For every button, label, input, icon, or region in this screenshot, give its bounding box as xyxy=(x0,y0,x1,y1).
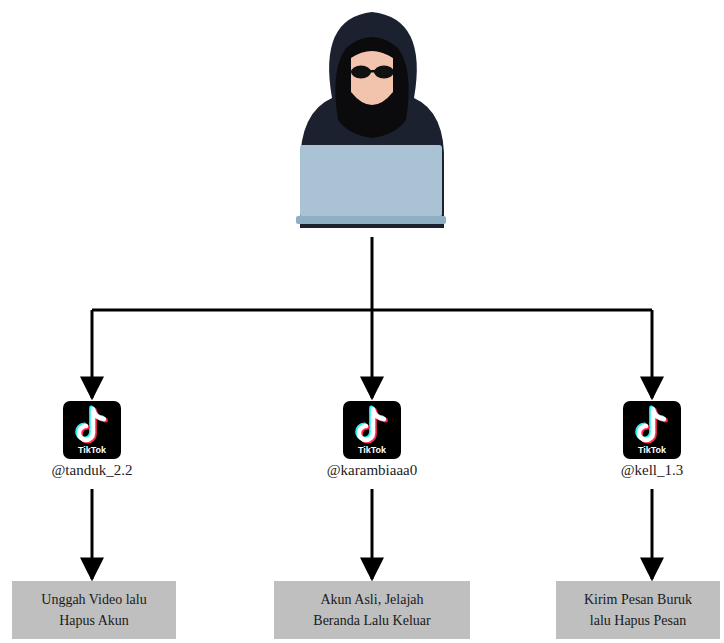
hacker-figure xyxy=(296,12,446,228)
action-text: Akun Asli, Jelajah Beranda Lalu Keluar xyxy=(296,589,448,631)
flow-arrow xyxy=(651,489,654,579)
account-handle: @kell_1.3 xyxy=(621,462,684,479)
action-box: Kirim Pesan Buruk lalu Hapus Pesan xyxy=(556,581,720,639)
split-line xyxy=(92,237,652,398)
logo-word: TikTok xyxy=(343,445,401,455)
flow-arrow xyxy=(371,489,374,579)
account-handle: @tanduk_2.2 xyxy=(52,462,133,479)
app-icon: TikTok @kell_1.3 xyxy=(587,401,717,479)
account-handle: @karambiaaa0 xyxy=(327,462,417,479)
logo-word: TikTok xyxy=(623,445,681,455)
app-icon: TikTok @karambiaaa0 xyxy=(307,401,437,479)
flow-arrow xyxy=(91,489,94,579)
action-text: Kirim Pesan Buruk lalu Hapus Pesan xyxy=(576,589,700,631)
logo-word: TikTok xyxy=(63,445,121,455)
tiktok-logo: TikTok xyxy=(63,401,121,459)
tiktok-logo: TikTok xyxy=(343,401,401,459)
app-icon: TikTok @tanduk_2.2 xyxy=(27,401,157,479)
action-box: Unggah Video lalu Hapus Akun xyxy=(12,581,176,639)
tiktok-logo: TikTok xyxy=(623,401,681,459)
action-box: Akun Asli, Jelajah Beranda Lalu Keluar xyxy=(274,581,470,639)
action-text: Unggah Video lalu Hapus Akun xyxy=(38,589,150,631)
